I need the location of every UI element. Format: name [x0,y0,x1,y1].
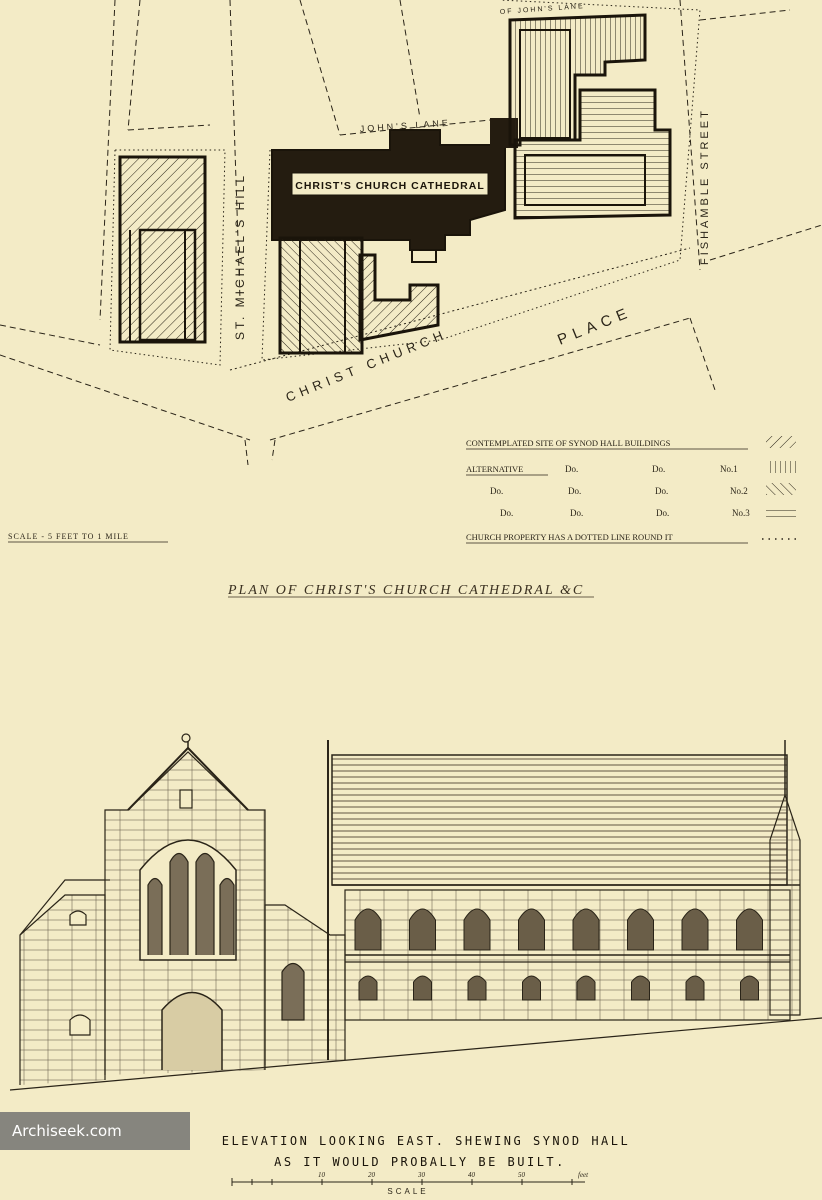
hall-upper-window [409,908,436,951]
scale-label: SCALE [387,1187,428,1196]
legend-row-3-label: Do. [500,508,513,518]
hall-upper-window [518,908,545,951]
legend-swatch-1 [766,461,796,473]
alternative-site-lower [278,236,440,355]
hall-lower-window [467,975,487,1001]
hall-upper-window [572,908,600,951]
legend-row-2-no: No.2 [730,486,748,496]
legend-swatch-3 [766,505,796,517]
scale-tick-20: 20 [368,1171,376,1179]
scale-tick-30: 30 [417,1171,426,1179]
scale-tick-50: 50 [518,1171,526,1179]
legend-swatch-2 [766,483,796,495]
hall-upper-window [681,908,709,951]
cathedral-label: CHRIST'S CHURCH CATHEDRAL [295,180,484,192]
street-label-place: PLACE [555,303,635,348]
street-plan [0,0,822,466]
scale-tick-feet: feet [578,1171,589,1179]
legend-swatch-0 [766,436,796,448]
hall-upper-window [463,908,491,951]
hall-lower-window [740,975,759,1001]
elevation-drawing [9,733,822,1091]
alternative-site-block [118,155,207,344]
plan-title: PLAN OF CHRIST'S CHURCH CATHEDRAL &C [227,583,584,598]
legend-row-1-col2: Do. [565,464,578,474]
elevation-caption-line2: AS IT WOULD PROBALLY BE BUILT. [274,1155,566,1169]
legend-row-0-label: CONTEMPLATED SITE OF SYNOD HALL BUILDING… [466,438,671,448]
legend-row-1-col3: Do. [652,464,665,474]
scale-tick-10: 10 [318,1171,326,1179]
legend: CONTEMPLATED SITE OF SYNOD HALL BUILDING… [466,436,800,544]
hall-lower-window [685,975,705,1001]
hall-lower-window [358,975,378,1001]
hall-lower-window [413,975,432,1001]
hall-lower-window [522,975,541,1001]
street-label-fishamble-street: FISHAMBLE STREET [699,108,711,265]
elevation-caption-line1: ELEVATION LOOKING EAST. SHEWING SYNOD HA… [222,1134,630,1148]
watermark-logo: Archiseek.com [0,1112,190,1150]
street-label-top-lane: OF JOHN'S LANE [500,3,585,16]
legend-row-2-col2: Do. [568,486,581,496]
synod-hall-site [508,13,672,220]
legend-row-3-no: No.3 [732,508,750,518]
plan-scale-text: SCALE - 5 FEET TO 1 MILE [8,532,129,541]
hall-lower-window [576,975,596,1001]
cathedral-footprint [271,118,518,251]
scale-tick-40: 40 [468,1171,476,1179]
hall-upper-window [354,908,382,951]
elevation-scale-bar [231,1178,585,1186]
legend-row-3-col3: Do. [656,508,669,518]
hall-upper-window [736,908,763,951]
legend-row-2-label: Do. [490,486,503,496]
street-label-st-michaels-hill: ST. MICHAEL'S HILL [233,173,247,340]
legend-row-1-label: ALTERNATIVE [466,464,523,474]
hall-upper-window [627,908,654,951]
hall-lower-window [631,975,650,1001]
legend-row-1-no: No.1 [720,464,738,474]
legend-church-property: CHURCH PROPERTY HAS A DOTTED LINE ROUND … [466,532,674,542]
hall-windows [354,908,763,1001]
legend-row-2-col3: Do. [655,486,668,496]
legend-row-3-col2: Do. [570,508,583,518]
